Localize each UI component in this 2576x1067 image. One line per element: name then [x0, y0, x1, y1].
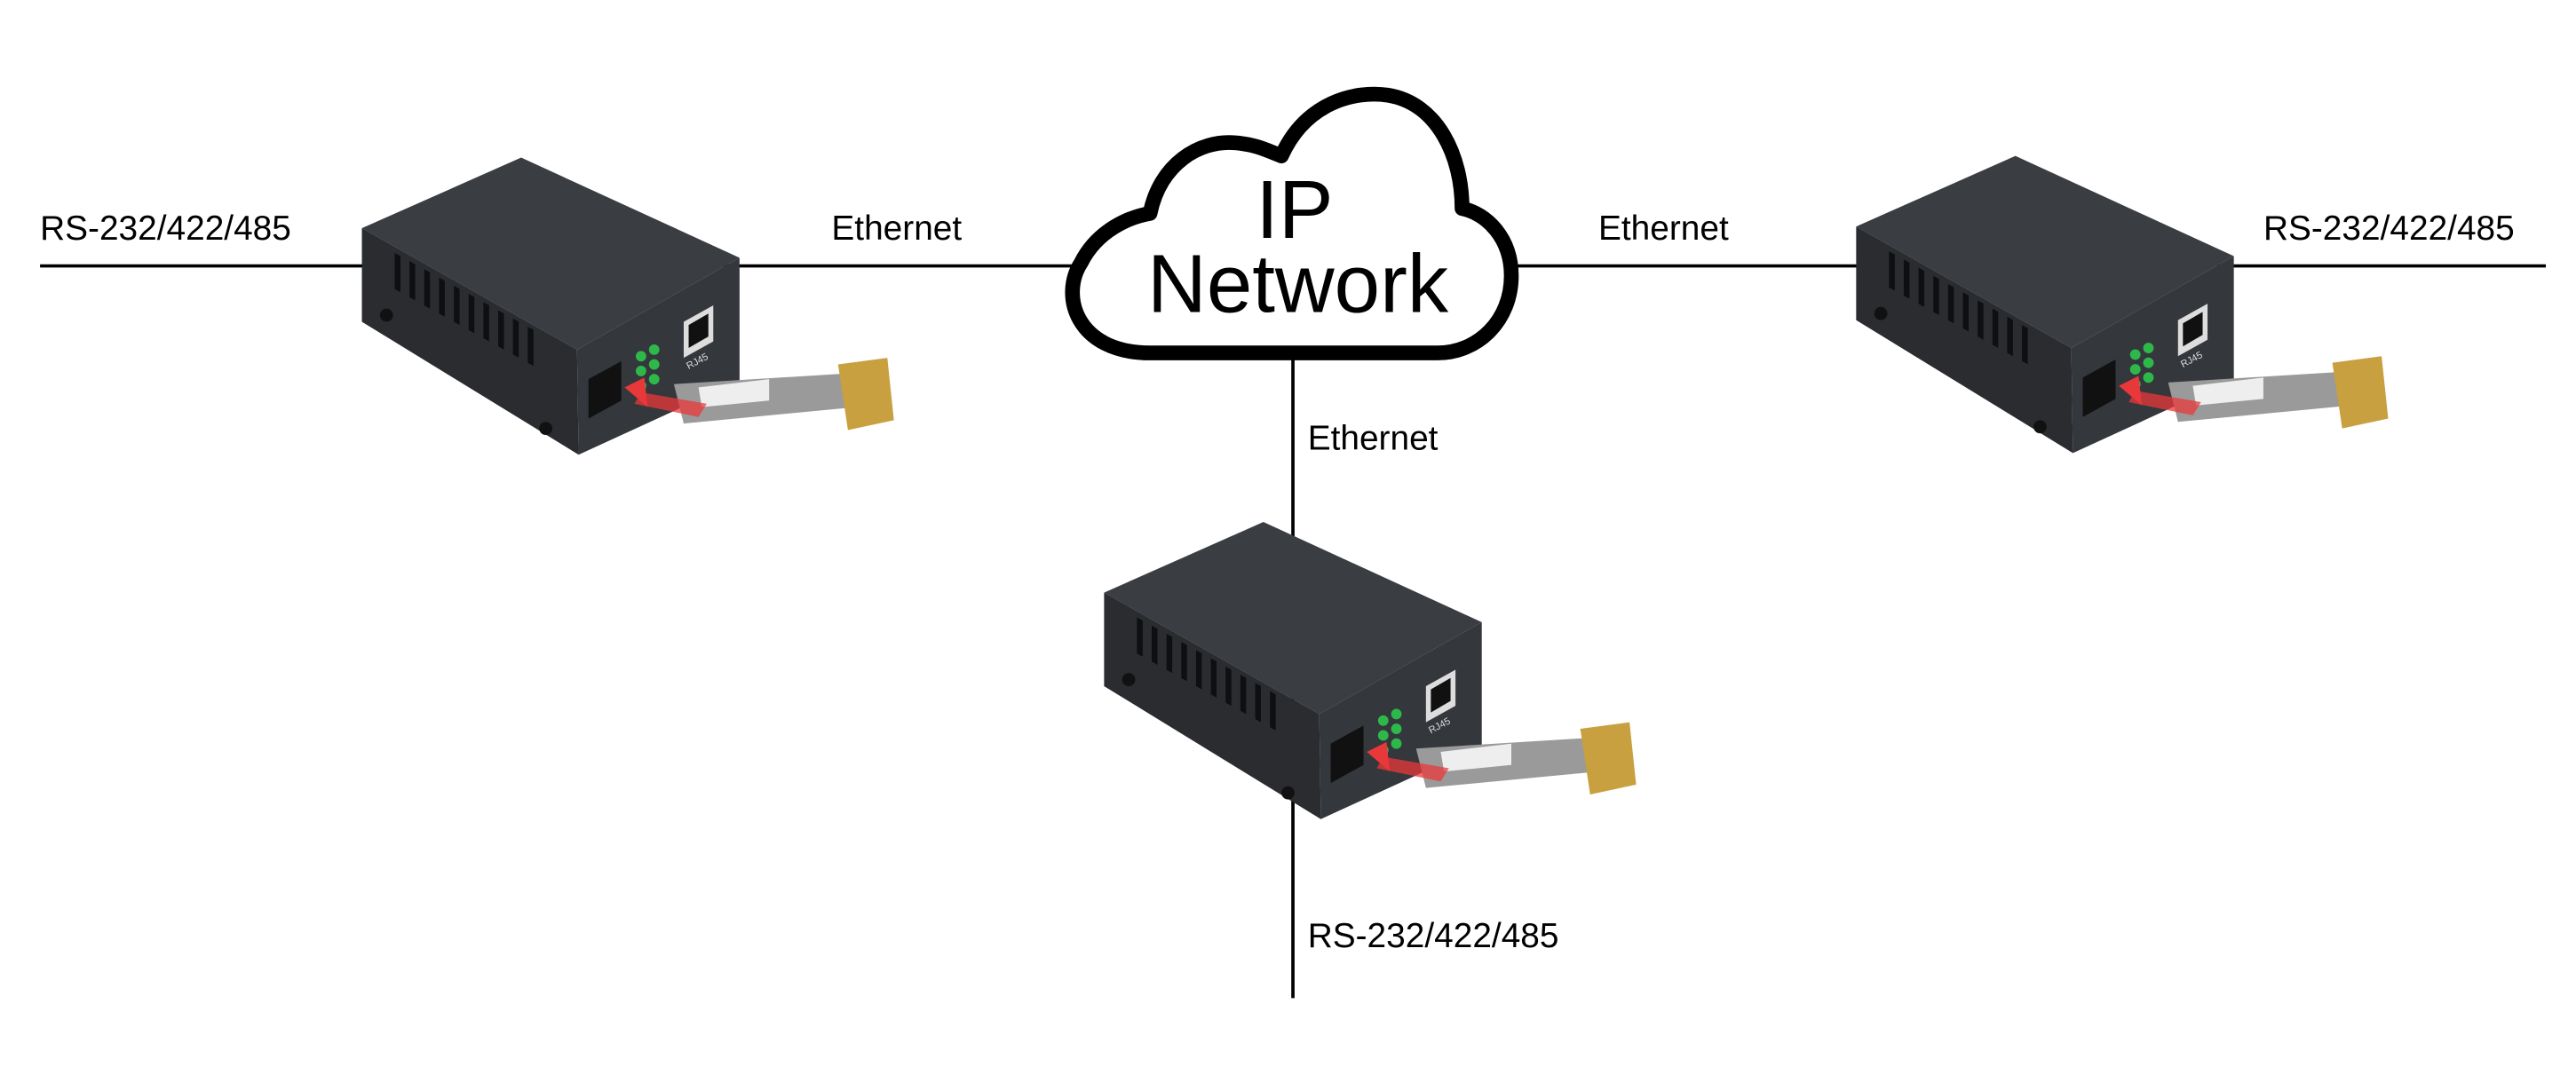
media-converter-right: RJ45	[1856, 155, 2389, 454]
left-ethernet-label: Ethernet	[831, 209, 962, 248]
right-ethernet-label: Ethernet	[1598, 209, 1729, 248]
bottom-ethernet-label: Ethernet	[1308, 420, 1439, 458]
bottom-serial-label: RS-232/422/485	[1308, 917, 1559, 955]
cloud-label-network: Network	[1147, 237, 1449, 329]
cloud-icon	[1065, 86, 1519, 360]
left-serial-label: RS-232/422/485	[40, 209, 291, 248]
right-serial-label: RS-232/422/485	[2263, 209, 2515, 248]
cloud-label-ip: IP	[1256, 163, 1333, 256]
media-converter-bottom: RJ45	[1104, 522, 1637, 819]
media-converter-left: RJ45	[361, 157, 894, 455]
